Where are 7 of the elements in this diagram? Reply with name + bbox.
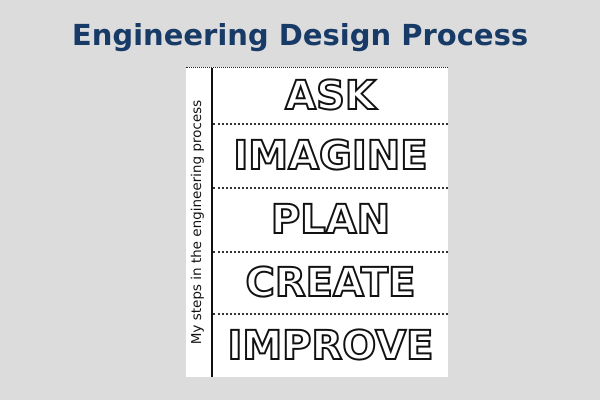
outlined-step-word: CREATE: [246, 263, 416, 303]
title: Engineering Design Process: [70, 18, 530, 52]
outlined-step-word: IMAGINE: [233, 136, 428, 176]
outlined-step-word: IMPROVE: [227, 326, 434, 366]
worksheet-panel: [186, 67, 448, 377]
side-caption: My steps in the engineering process: [189, 100, 205, 344]
outlined-step-word: PLAN: [270, 200, 390, 240]
